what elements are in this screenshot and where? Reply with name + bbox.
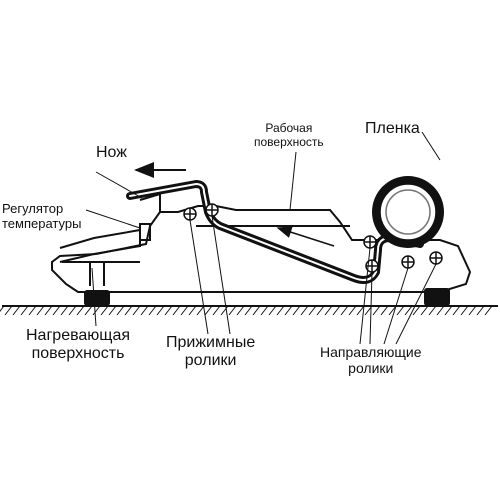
film-roll <box>372 176 444 248</box>
feed-direction-arrow <box>276 226 335 247</box>
label-work-surface-line2: поверхность <box>254 134 324 149</box>
device-body <box>51 192 472 293</box>
label-temp-regulator: Регулятор температуры <box>2 201 82 232</box>
label-heating-surface: Нагревающая поверхность <box>26 327 130 364</box>
label-heating-surface-line2: поверхность <box>31 345 125 363</box>
label-work-surface-line1: Рабочая <box>265 121 313 135</box>
label-guide-rollers-line2: ролики <box>348 360 394 377</box>
label-pressure-rollers: Прижимные ролики <box>166 334 255 371</box>
label-film: Пленка <box>365 120 420 137</box>
leader-lines <box>85 131 441 345</box>
label-knife: Нож <box>96 144 127 161</box>
label-heating-surface-line1: Нагревающая <box>26 327 131 344</box>
ground <box>0 305 498 316</box>
guide-roller-3 <box>401 255 415 269</box>
guide-roller-1 <box>363 235 377 249</box>
label-pressure-rollers-line1: Прижимные <box>166 334 256 351</box>
guide-roller-4 <box>429 251 443 265</box>
pressure-roller-1 <box>183 207 197 221</box>
label-temp-regulator-line1: Регулятор <box>2 201 64 216</box>
label-guide-rollers: Направляющие ролики <box>320 344 422 376</box>
label-guide-rollers-line1: Направляющие <box>320 344 422 360</box>
label-work-surface: Рабочая поверхность <box>254 121 324 150</box>
pressure-roller-2 <box>205 203 219 217</box>
foot-left <box>84 290 110 306</box>
label-pressure-rollers-line2: ролики <box>184 352 237 370</box>
label-temp-regulator-line2: температуры <box>2 215 82 231</box>
